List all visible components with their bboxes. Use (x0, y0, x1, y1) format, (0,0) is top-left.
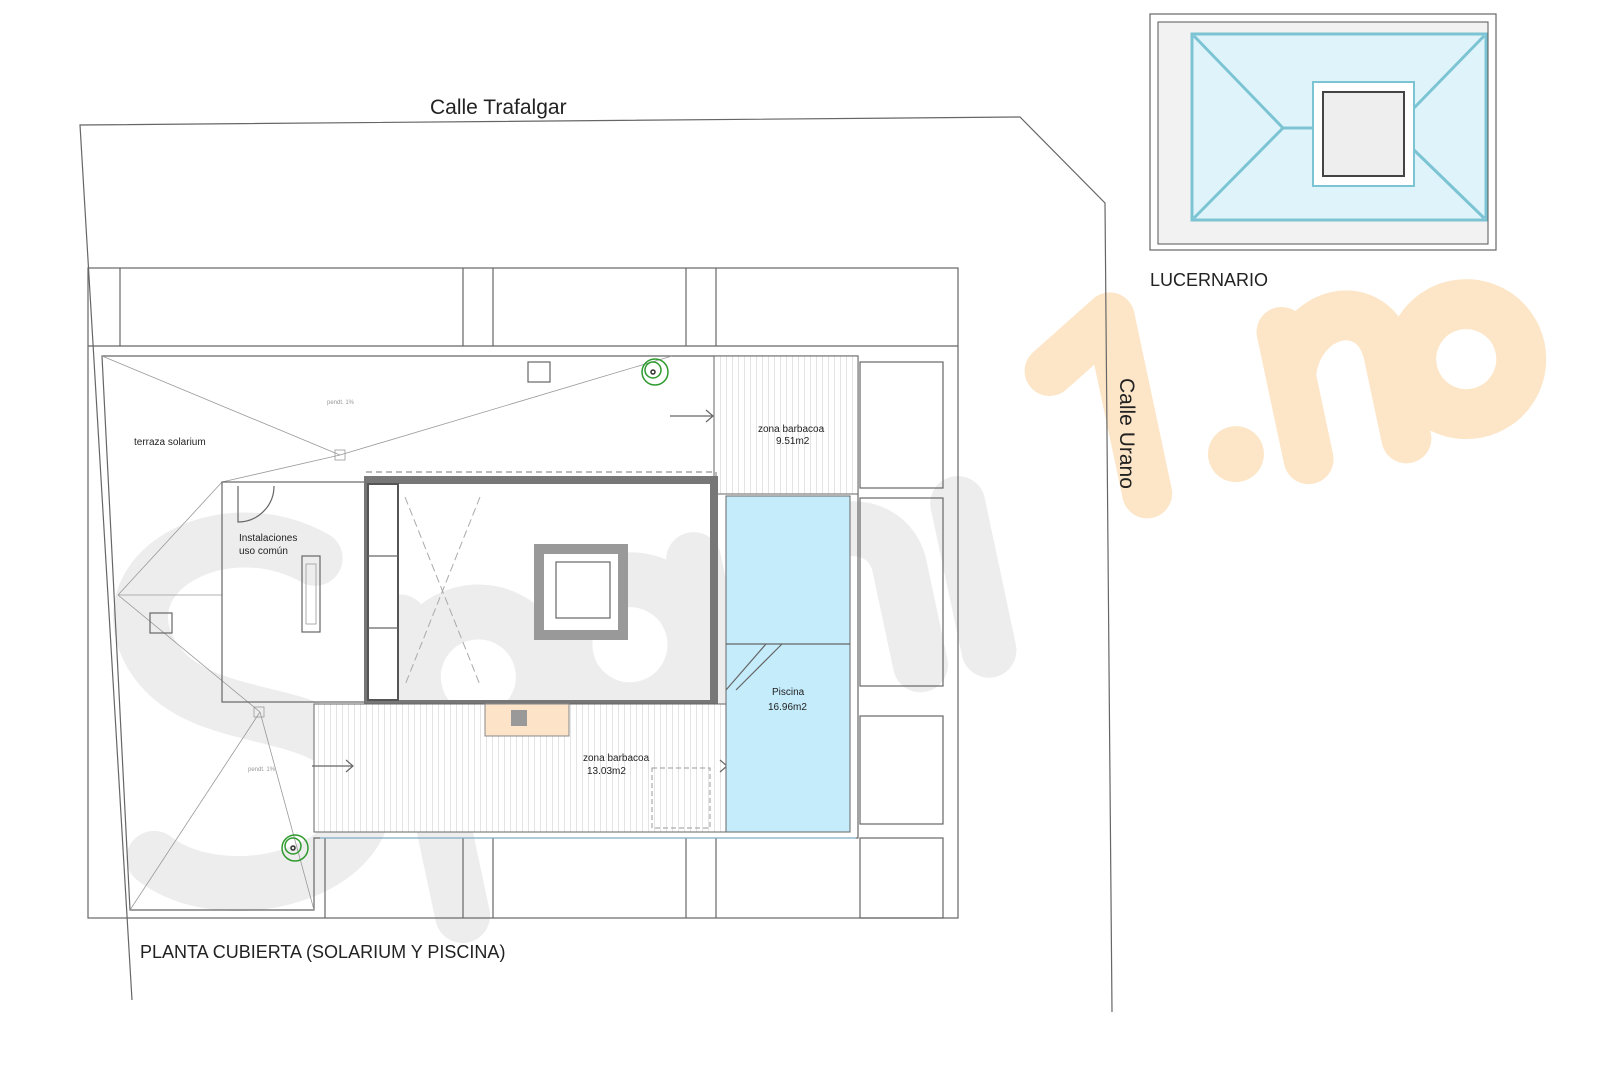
room-label-terrace: terraza solarium (134, 437, 206, 448)
room-label-installations: Instalaciones (239, 533, 297, 544)
slope-label: pendt. 1% (327, 400, 355, 406)
bbq-zone-top (670, 355, 859, 495)
street-name-east: Calle Urano (1115, 378, 1138, 489)
slope-label: pendt. 1% (248, 767, 276, 773)
building-outline (87, 267, 959, 919)
skylight-title: LUCERNARIO (1150, 270, 1268, 290)
room-area-bbq-top: 9.51m2 (776, 436, 810, 447)
room-label-pool: Piscina (772, 687, 805, 698)
room-area-pool: 16.96m2 (768, 702, 807, 713)
bbq-zone-bottom (312, 703, 728, 833)
plot-boundary (79, 116, 1113, 1013)
room-label-installations-2: uso común (239, 546, 288, 557)
street-name-north: Calle Trafalgar (430, 96, 567, 119)
plant-icon (641, 358, 669, 386)
skylight-detail (1149, 13, 1497, 251)
plan-title: PLANTA CUBIERTA (SOLARIUM Y PISCINA) (140, 942, 505, 962)
plant-icon (281, 834, 309, 862)
swimming-pool (320, 495, 856, 839)
room-label-bbq-bottom: zona barbacoa (583, 753, 650, 764)
room-area-bbq-bottom: 13.03m2 (587, 766, 626, 777)
room-label-bbq-top: zona barbacoa (758, 424, 825, 435)
